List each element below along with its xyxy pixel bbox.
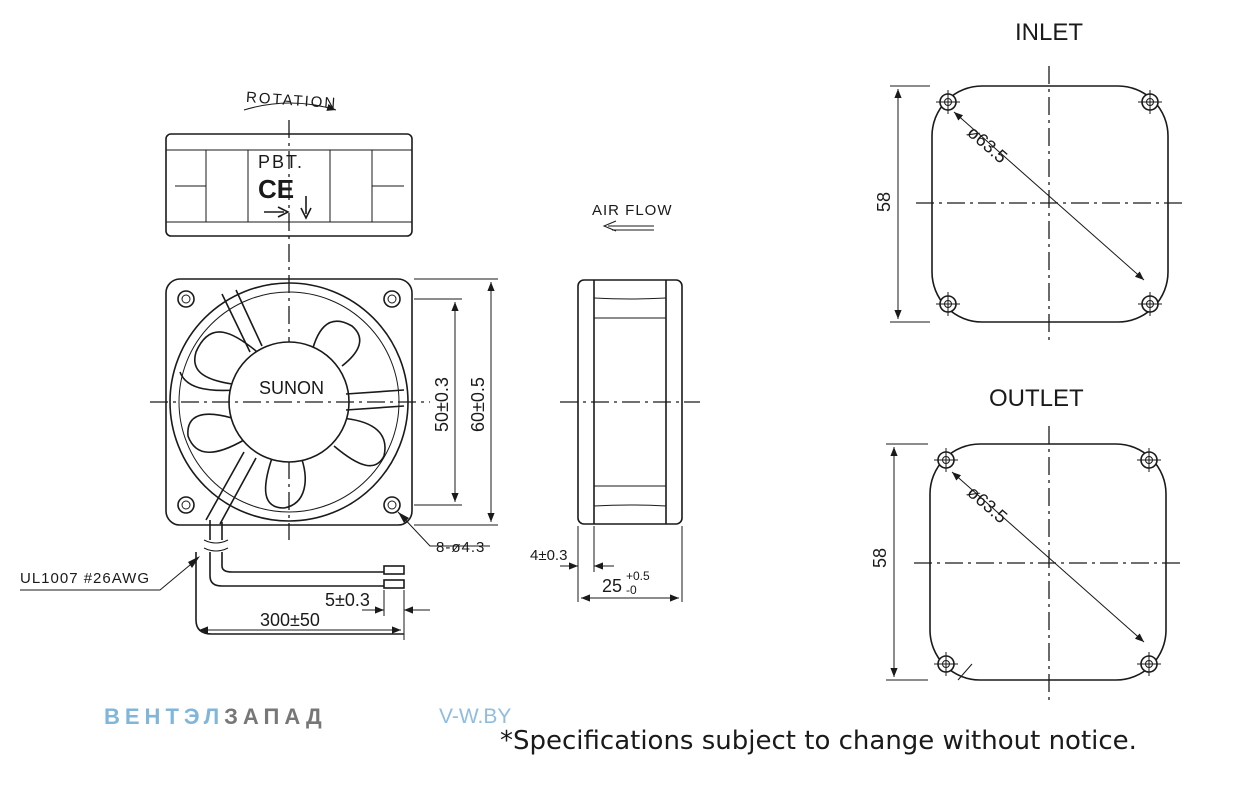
- inlet-title: INLET: [1015, 19, 1083, 46]
- depth-tol-minus: -0: [626, 583, 637, 597]
- ce-mark: CE: [258, 174, 294, 204]
- wire-spec-label: UL1007 #26AWG: [20, 570, 150, 587]
- front-view: SUNON 50±0.3 60±0.5 8-ø4.3: [150, 278, 498, 556]
- inlet-holes: [936, 90, 1162, 316]
- rotation-arrow: [243, 102, 337, 111]
- outlet-width-dim: 58: [870, 548, 890, 568]
- frame-size-dim: 60±0.5: [468, 377, 488, 432]
- outlet-opening: [929, 443, 1167, 681]
- inlet-opening: [931, 85, 1169, 323]
- fan-blades: [179, 320, 386, 509]
- mounting-holes: [177, 290, 401, 514]
- material-label: PBT.: [258, 152, 304, 172]
- lead-wires: 5±0.3 300±50 UL1007 #26AWG: [20, 520, 430, 640]
- watermark-brand: ВЕНТЭЛЗАПАД: [104, 704, 327, 730]
- air-flow-arrow-icon: [602, 220, 654, 232]
- holes-label: 8-ø4.3: [436, 539, 485, 556]
- direction-arrow-icon: [264, 206, 290, 218]
- direction-down-icon: [300, 196, 312, 220]
- top-view: ROTATION PBT. CE: [165, 89, 413, 540]
- depth-tol-plus: +0.5: [626, 569, 650, 583]
- notice-text: *Specifications subject to change withou…: [500, 726, 1137, 756]
- outlet-diameter-dim: ø63.5: [963, 482, 1011, 527]
- watermark-brand-blue: ВЕНТЭЛ: [104, 704, 225, 729]
- watermark-site: V-W.BY: [439, 705, 512, 728]
- flange-thickness-dim: 4±0.3: [530, 547, 567, 564]
- wire-length-dim: 300±50: [260, 610, 320, 630]
- outlet-view: OUTLET ø63.5 58: [870, 385, 1182, 702]
- rotation-label: ROTATION: [245, 89, 337, 112]
- watermark-brand-gray: ЗАПАД: [224, 704, 327, 729]
- inlet-view: INLET ø63.5 58: [874, 19, 1182, 342]
- outlet-holes: [934, 448, 1161, 676]
- outlet-title: OUTLET: [989, 385, 1084, 412]
- inlet-width-dim: 58: [874, 192, 894, 212]
- hole-pitch-dim: 50±0.3: [432, 377, 452, 432]
- side-view: AIR FLOW 4±0.3 25 +0.5 -0: [530, 202, 700, 602]
- air-flow-label: AIR FLOW: [592, 202, 673, 219]
- depth-dim: 25: [602, 576, 622, 596]
- brand-label: SUNON: [259, 378, 324, 398]
- inlet-diameter-dim: ø63.5: [963, 122, 1011, 167]
- wire-strip-dim: 5±0.3: [325, 590, 370, 610]
